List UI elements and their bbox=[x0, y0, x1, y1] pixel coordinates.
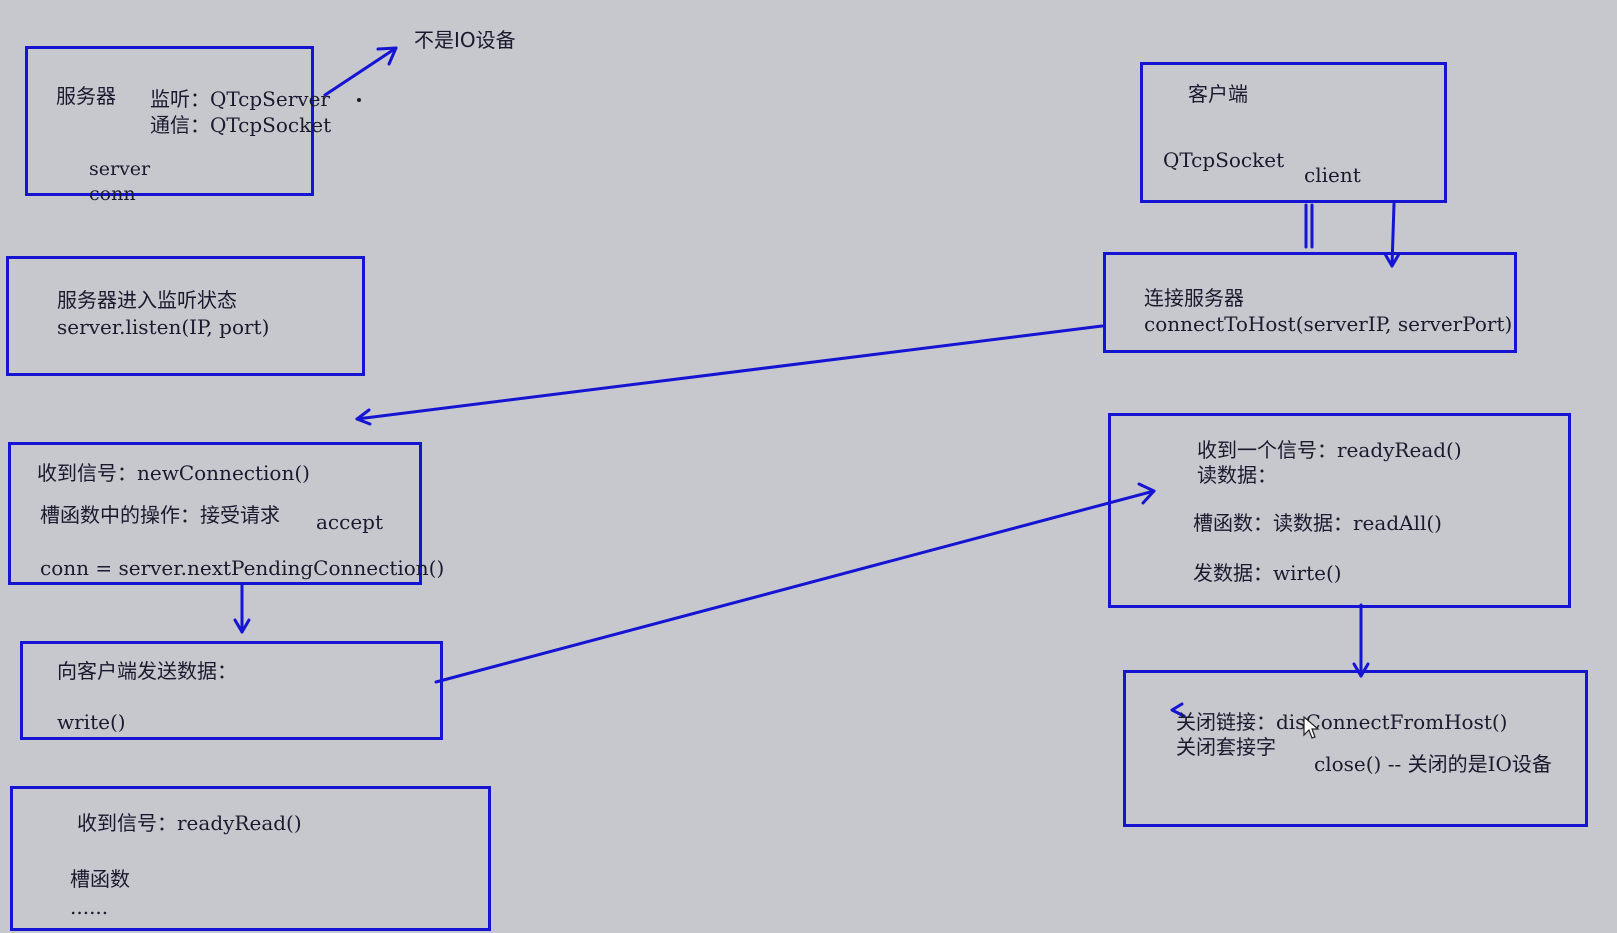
send-code: write() bbox=[57, 710, 126, 734]
close-arrowhead bbox=[1170, 702, 1186, 718]
server-read-ellipsis: ...... bbox=[70, 895, 109, 919]
newconn-box bbox=[8, 442, 422, 585]
listen-code: server.listen(IP, port) bbox=[57, 315, 270, 339]
connect-title: 连接服务器 bbox=[1144, 286, 1244, 310]
arrow-connect-to-listen bbox=[355, 324, 1104, 426]
client-connector-double bbox=[1304, 203, 1314, 249]
arrow-newconn-to-send bbox=[233, 582, 251, 634]
client-read-signal: 收到一个信号：readyRead() bbox=[1197, 438, 1462, 462]
connect-code: connectToHost(serverIP, serverPort) bbox=[1144, 312, 1513, 336]
close-box bbox=[1123, 670, 1588, 827]
close-socket: 关闭套接字 bbox=[1176, 735, 1276, 759]
newconn-slot-op: 槽函数中的操作：接受请求 bbox=[40, 503, 280, 527]
listen-title: 服务器进入监听状态 bbox=[57, 288, 237, 312]
newconn-code: conn = server.nextPendingConnection() bbox=[40, 556, 445, 580]
not-io-device-label: 不是IO设备 bbox=[414, 28, 516, 52]
server-box bbox=[25, 46, 314, 196]
arrow-not-io bbox=[323, 46, 398, 97]
conn-var-label: conn bbox=[89, 183, 136, 205]
server-read-box bbox=[10, 786, 491, 931]
server-comm-line: 通信：QTcpSocket bbox=[150, 113, 332, 137]
client-send-data: 发数据：wirte() bbox=[1193, 561, 1342, 585]
client-read-box bbox=[1108, 413, 1571, 608]
newconn-signal: 收到信号：newConnection() bbox=[37, 461, 310, 485]
server-read-slot: 槽函数 bbox=[70, 867, 130, 891]
connect-box bbox=[1103, 252, 1517, 353]
client-read-slot: 槽函数：读数据：readAll() bbox=[1193, 511, 1442, 535]
client-title: 客户端 bbox=[1188, 82, 1248, 106]
listen-box bbox=[6, 256, 365, 376]
arrow-send-to-client-read bbox=[434, 482, 1156, 684]
client-socket-label: QTcpSocket bbox=[1163, 148, 1285, 172]
mouse-cursor-icon bbox=[1303, 716, 1320, 739]
send-title: 向客户端发送数据： bbox=[57, 659, 237, 683]
send-box bbox=[20, 641, 443, 740]
client-read-data: 读数据： bbox=[1197, 463, 1277, 487]
newconn-accept: accept bbox=[316, 510, 384, 534]
server-listen-line: 监听：QTcpServer bbox=[150, 87, 330, 111]
server-var-label: server bbox=[89, 158, 151, 180]
close-disconnect: 关闭链接：disConnectFromHost() bbox=[1176, 710, 1508, 734]
server-title: 服务器 bbox=[56, 84, 116, 108]
server-read-signal: 收到信号：readyRead() bbox=[77, 811, 302, 835]
arrow-client-to-connect bbox=[1383, 202, 1401, 268]
arrow-read-to-close bbox=[1352, 603, 1370, 678]
client-box bbox=[1140, 62, 1447, 203]
stray-dot bbox=[357, 98, 361, 102]
client-var-label: client bbox=[1304, 163, 1361, 187]
close-note: close() -- 关闭的是IO设备 bbox=[1314, 752, 1552, 776]
